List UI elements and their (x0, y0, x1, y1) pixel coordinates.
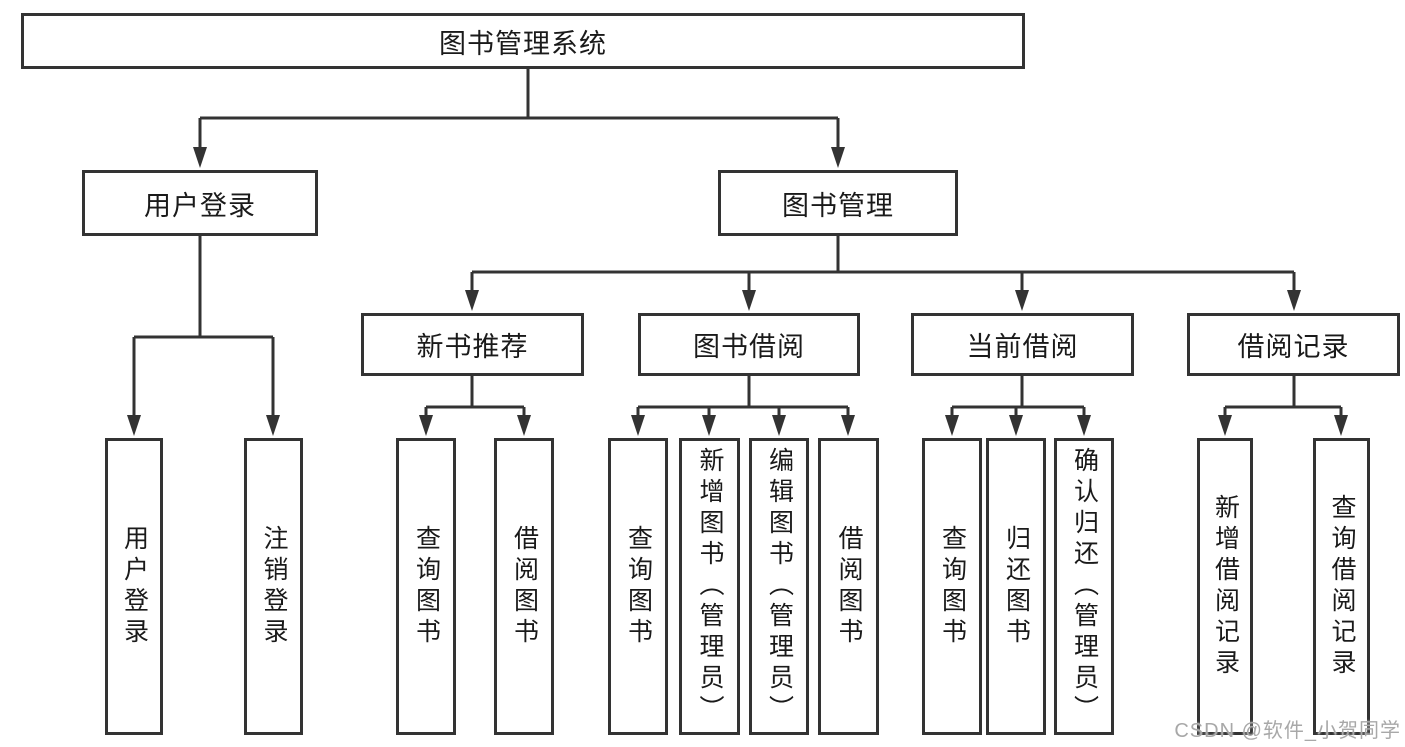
csdn-watermark: CSDN @软件_小贺同学 (1174, 720, 1401, 742)
arrowhead (772, 415, 786, 436)
leaf-edit-book-admin: 编辑图书（管理员） (749, 438, 809, 735)
node-new-book-recommend: 新书推荐 (361, 313, 584, 376)
arrowhead (1009, 415, 1023, 436)
node-root: 图书管理系统 (21, 13, 1025, 69)
node-current-borrow: 当前借阅 (911, 313, 1134, 376)
arrowhead (702, 415, 716, 436)
leaf-borrow-query-book: 查询图书 (608, 438, 668, 735)
arrowhead (1015, 290, 1029, 311)
arrowhead (1287, 290, 1301, 311)
node-user-login-label: 用户登录 (144, 190, 256, 221)
arrowhead (517, 415, 531, 436)
edge-bookborrow-to-leaves (636, 376, 850, 426)
leaf-current-query-book: 查询图书 (922, 438, 982, 735)
node-book-management-label: 图书管理 (782, 190, 894, 221)
leaf-borrow-book: 借阅图书 (818, 438, 879, 735)
leaf-query-borrow-record-label: 查询借阅记录 (1328, 493, 1356, 680)
leaf-logout-label: 注销登录 (260, 524, 288, 649)
edge-currentborrow-to-leaves (950, 376, 1086, 426)
leaf-current-query-book-label: 查询图书 (938, 524, 967, 649)
leaf-newbooks-borrow-book-label: 借阅图书 (510, 524, 539, 649)
leaf-borrow-query-book-label: 查询图书 (624, 524, 653, 649)
node-book-borrow-label: 图书借阅 (693, 332, 805, 362)
edge-bookmgmt-to-level2 (470, 236, 1296, 301)
node-book-borrow: 图书借阅 (638, 313, 860, 376)
edge-borrowrecords-to-leaves (1223, 376, 1343, 426)
node-user-login: 用户登录 (82, 170, 318, 236)
node-new-book-recommend-label: 新书推荐 (416, 332, 529, 362)
node-borrow-records: 借阅记录 (1187, 313, 1400, 376)
leaf-confirm-return-admin-label: 确认归还（管理员） (1070, 447, 1099, 726)
node-current-borrow-label: 当前借阅 (966, 332, 1079, 362)
arrowhead (1077, 415, 1091, 436)
leaf-edit-book-admin-label: 编辑图书（管理员） (765, 447, 794, 726)
arrowhead (419, 415, 433, 436)
arrowhead (1218, 415, 1232, 436)
leaf-return-book-label: 归还图书 (1002, 524, 1031, 649)
leaf-add-borrow-record-label: 新增借阅记录 (1211, 493, 1240, 680)
leaf-borrow-book-label: 借阅图书 (835, 524, 863, 649)
edge-newbooks-to-leaves (424, 376, 526, 426)
arrowhead (742, 290, 756, 311)
leaf-add-book-admin-label: 新增图书（管理员） (696, 447, 724, 726)
leaf-add-book-admin: 新增图书（管理员） (679, 438, 740, 735)
leaf-newbooks-query-book: 查询图书 (396, 438, 456, 735)
leaf-newbooks-query-book-label: 查询图书 (412, 524, 441, 649)
edge-userlogin-to-leaves (132, 236, 275, 426)
arrowhead (193, 147, 207, 168)
leaf-query-borrow-record: 查询借阅记录 (1313, 438, 1370, 735)
leaf-newbooks-borrow-book: 借阅图书 (494, 438, 554, 735)
leaf-add-borrow-record: 新增借阅记录 (1197, 438, 1253, 735)
leaf-user-login-label: 用户登录 (120, 524, 149, 649)
arrowhead (841, 415, 855, 436)
arrowhead (1334, 415, 1348, 436)
node-root-label: 图书管理系统 (439, 28, 607, 59)
arrowhead (945, 415, 959, 436)
leaf-confirm-return-admin: 确认归还（管理员） (1054, 438, 1114, 735)
leaf-user-login: 用户登录 (105, 438, 163, 735)
edge-root-to-level1 (198, 69, 840, 158)
node-borrow-records-label: 借阅记录 (1237, 332, 1350, 362)
leaf-return-book: 归还图书 (986, 438, 1046, 735)
leaf-logout: 注销登录 (244, 438, 303, 735)
arrowhead (127, 415, 141, 436)
arrowhead (465, 290, 479, 311)
arrowhead (831, 147, 845, 168)
arrowhead (266, 415, 280, 436)
node-book-management: 图书管理 (718, 170, 958, 236)
arrowhead (631, 415, 645, 436)
